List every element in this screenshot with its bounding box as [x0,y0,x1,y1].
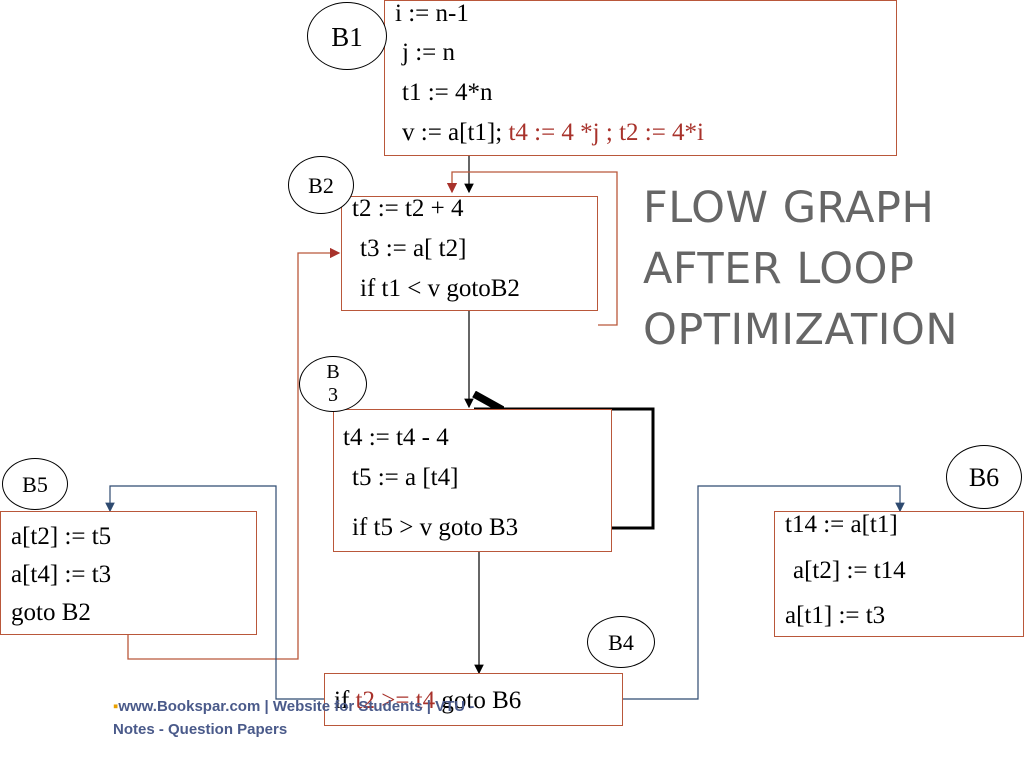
b2-line-3: if t1 < v gotoB2 [360,275,520,302]
b5-line-1: a[t2] := t5 [11,523,112,550]
label-b3: B 3 [299,356,367,412]
label-b6: B6 [946,445,1022,509]
b1-strength-reduction: t4 := 4 *j ; t2 := 4*i [502,119,705,146]
edge-b4-b6 [623,485,905,700]
b1-line-4: v := a[t1]; t4 := 4 *j ; t2 := 4*i [402,120,704,145]
slide-title-line-3: OPTIMIZATION [643,305,958,355]
b5-line-3: goto B2 [11,599,91,626]
b6-line-1: t14 := a[t1] [785,511,898,538]
b3-line-2: t5 := a [t4] [352,464,459,491]
b3-line-1: t4 := t4 - 4 [343,424,449,451]
block-b3 [333,409,612,552]
block-b2 [341,196,598,311]
block-b5 [0,511,257,635]
label-b2: B2 [288,156,354,214]
b1-line-2: j := n [402,39,455,66]
slide-title-line-2: AFTER LOOP [643,244,915,294]
block-b4 [324,673,623,726]
b1-line-3: t1 := 4*n [402,79,493,106]
edge-b4-b5 [105,485,324,700]
b4-line-1: if t2 >= t4 goto B6 [334,688,521,713]
label-b3-top: B [326,361,340,383]
b6-line-2: a[t2] := t14 [793,557,906,584]
label-b1: B1 [307,2,387,70]
label-b3-bottom: 3 [328,384,338,406]
label-b4: B4 [587,616,655,668]
b4-prefix: if [334,687,356,714]
b1-line-1: i := n-1 [395,0,469,27]
slide-title-line-1: FLOW GRAPH [643,183,935,233]
b6-line-3: a[t1] := t3 [785,602,886,629]
b2-line-1: t2 := t2 + 4 [352,195,464,222]
b3-line-3: if t5 > v goto B3 [352,514,519,541]
footer-line-1: ▪www.Bookspar.com | Website for Students… [113,699,474,714]
b5-line-2: a[t4] := t3 [11,561,112,588]
b4-suffix: goto B6 [435,687,522,714]
b2-line-2: t3 := a[ t2] [360,235,467,262]
label-b5: B5 [2,458,68,510]
b1-line-4-text: v := a[t1]; [402,119,503,146]
footer-line-2: Notes - Question Papers [113,721,288,738]
block-b1 [384,0,897,156]
footer-text-1: www.Bookspar.com | Website for Students … [118,698,475,715]
footer-bullet-icon: ▪ [113,698,119,715]
edge-b5-b2 [127,247,341,660]
b4-condition: t2 >= t4 [355,687,436,714]
edge-b2-loop [446,171,618,326]
